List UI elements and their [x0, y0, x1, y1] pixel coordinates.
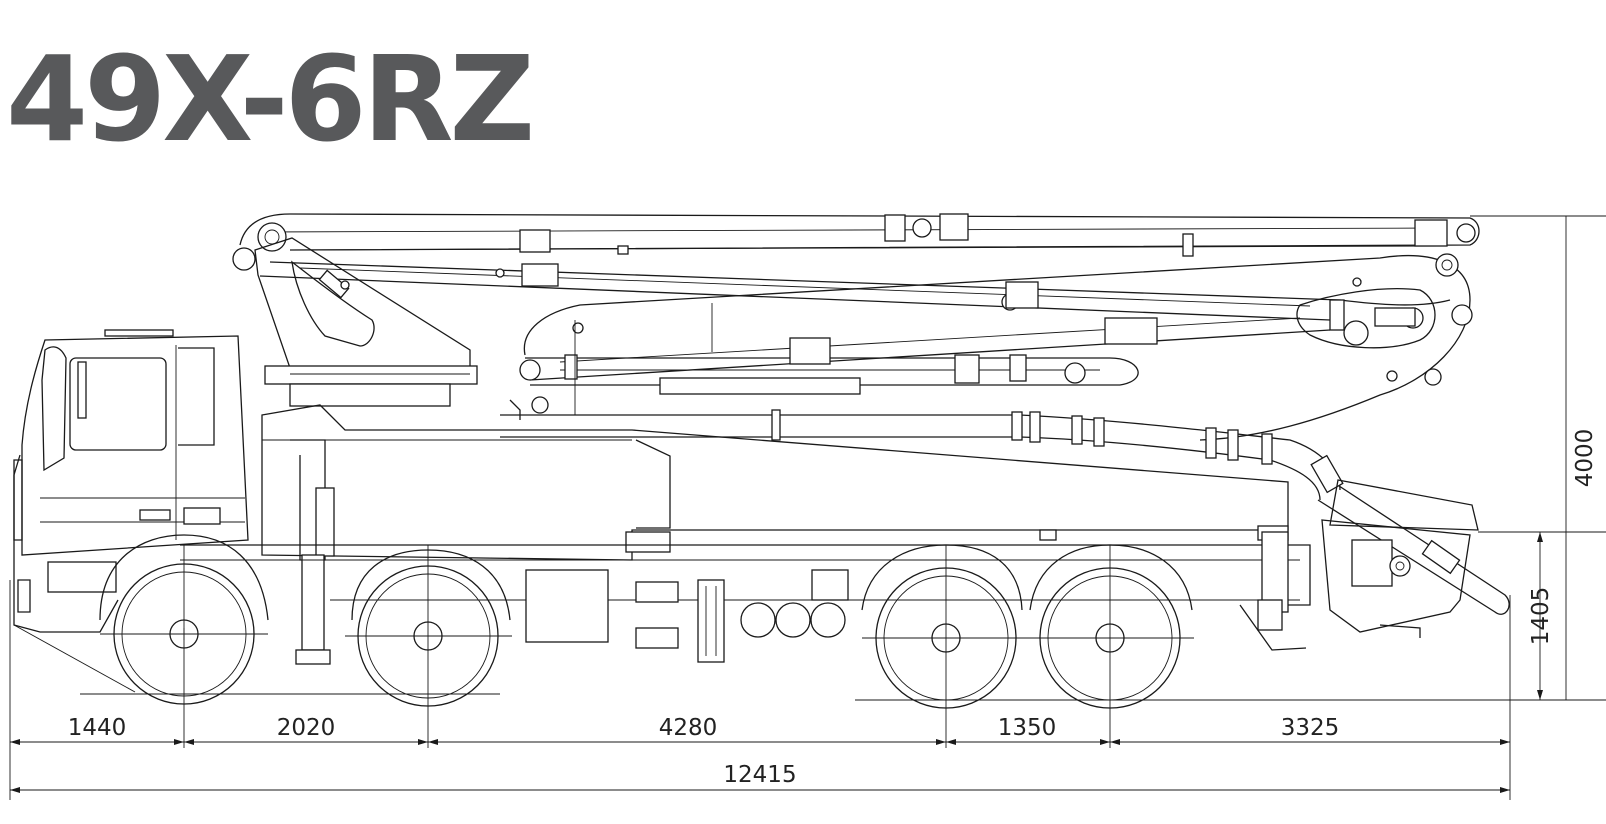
- model-title: 49X-6RZ: [6, 30, 535, 168]
- dim-label-2020: 2020: [277, 715, 336, 741]
- dim-label-height-rear: 1405: [1528, 587, 1554, 646]
- dim-label-4280: 4280: [659, 715, 718, 741]
- dim-label-1350: 1350: [998, 715, 1057, 741]
- dim-label-3325: 3325: [1281, 715, 1340, 741]
- concrete-hopper: [1239, 479, 1479, 651]
- turret-mast: [254, 237, 478, 407]
- dim-label-height-total: 4000: [1572, 429, 1598, 488]
- truck-cab: [13, 329, 249, 693]
- reference-lines: [9, 215, 1606, 800]
- dimension-lines: [10, 532, 1543, 793]
- dim-label-1440: 1440: [68, 715, 127, 741]
- truck-body-subframe: [180, 404, 1311, 665]
- wheels: [99, 534, 1194, 748]
- delivery-pipe: [500, 409, 1510, 615]
- boom-assembly: [232, 213, 1480, 441]
- dim-label-overall-length: 12415: [723, 762, 796, 788]
